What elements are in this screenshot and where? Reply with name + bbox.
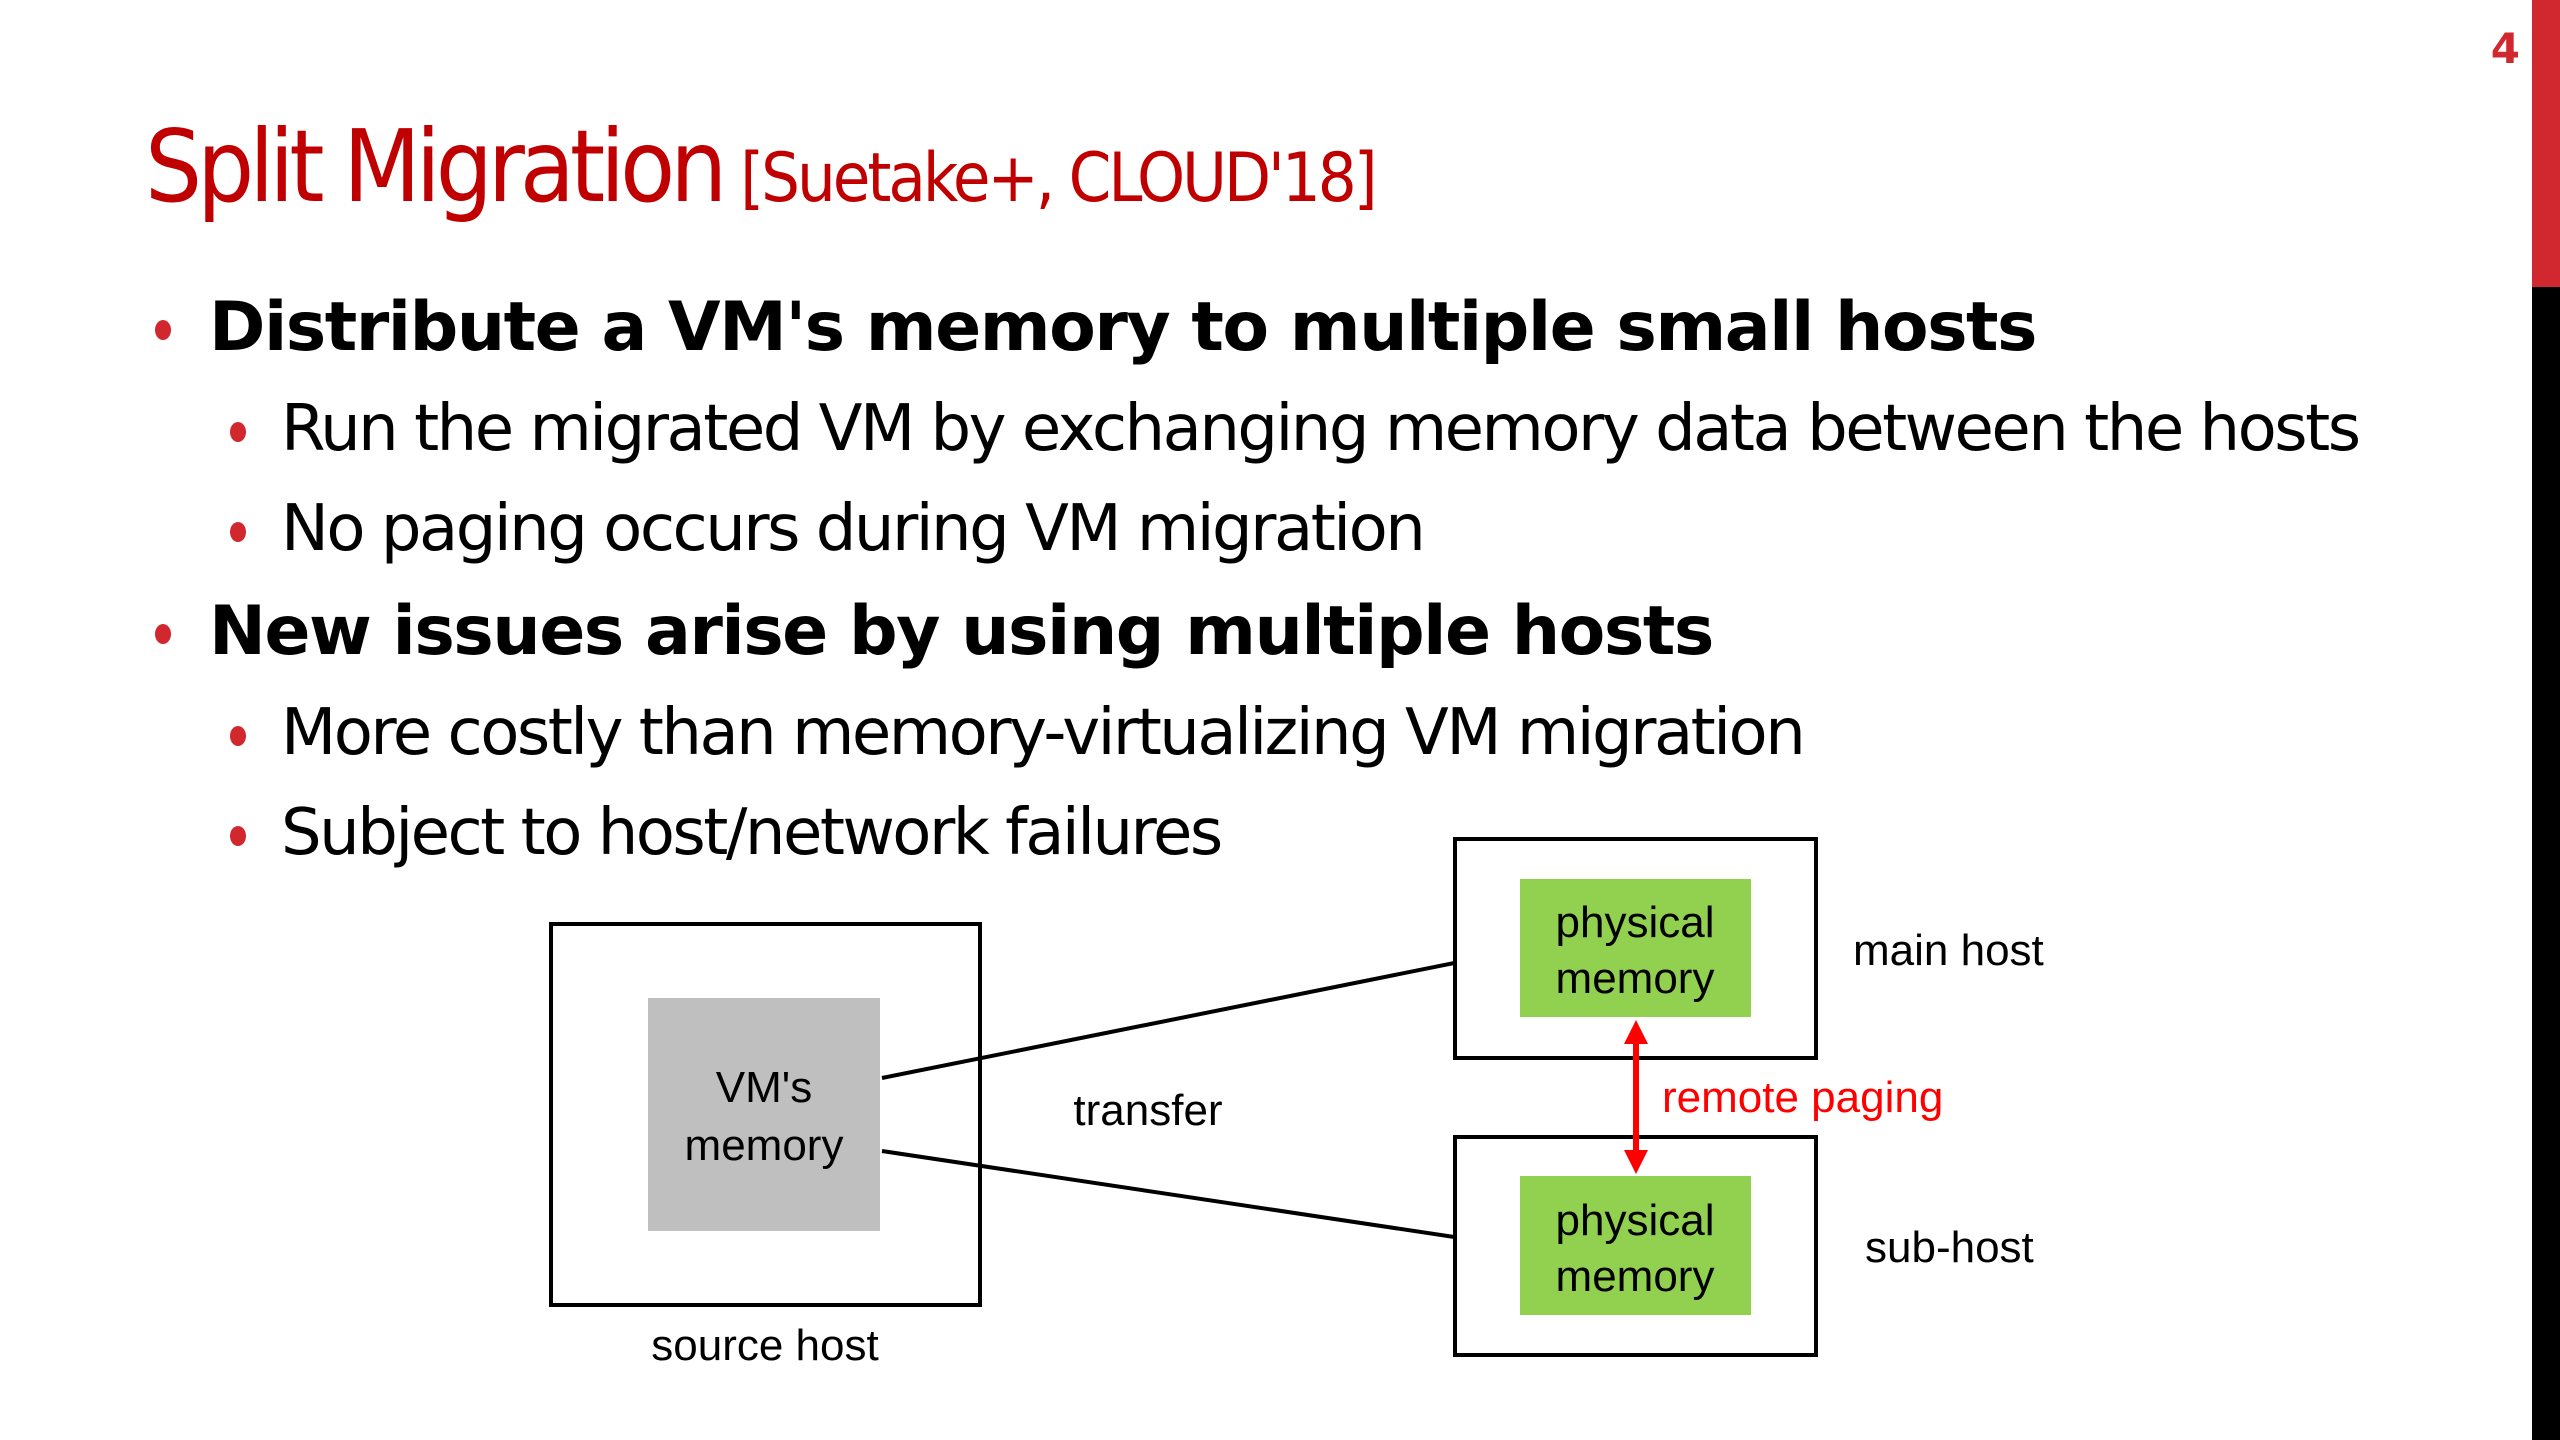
- title-text: Split Migration: [145, 108, 727, 225]
- transfer-arrow-sub: [881, 1149, 1522, 1262]
- bullet-dot-icon: [230, 726, 246, 746]
- bullet-dot-icon: [155, 624, 171, 644]
- bullet-text: More costly than memory-virtualizing VM …: [281, 696, 1806, 770]
- slide-title: Split Migration[Suetake+, CLOUD'18]: [145, 108, 1378, 225]
- accent-bar-red: [2532, 0, 2560, 287]
- bullet-text: Run the migrated VM by exchanging memory…: [281, 392, 2361, 466]
- title-citation: [Suetake+, CLOUD'18]: [740, 139, 1377, 218]
- main-memory-label-line2: memory: [1556, 954, 1715, 1003]
- sub-memory-label-line2: memory: [1556, 1252, 1715, 1301]
- bullet-dot-icon: [155, 320, 171, 340]
- bullet-dot-icon: [230, 422, 246, 442]
- main-memory-label-line1: physical: [1556, 898, 1715, 947]
- sub-host-label: sub-host: [1865, 1223, 2034, 1272]
- bullet-text: Distribute a VM's memory to multiple sma…: [209, 288, 2038, 367]
- main-host-label: main host: [1853, 926, 2044, 975]
- bullet-dot-icon: [230, 826, 246, 846]
- vm-memory-block: [648, 998, 880, 1231]
- remote-paging-arrowhead-up-icon: [1624, 1020, 1648, 1044]
- transfer-arrow-main: [881, 937, 1522, 1080]
- bullet-text: New issues arise by using multiple hosts: [209, 592, 1714, 671]
- vm-memory-label-line1: VM's: [716, 1063, 812, 1112]
- main-host-physical-memory: [1520, 879, 1751, 1017]
- bullet-text: Subject to host/network failures: [281, 796, 1223, 870]
- sub-host-physical-memory: [1520, 1176, 1751, 1315]
- transfer-label: transfer: [1073, 1086, 1222, 1135]
- remote-paging-label: remote paging: [1662, 1073, 1943, 1122]
- source-host-label: source host: [651, 1321, 878, 1370]
- bullet-text: No paging occurs during VM migration: [281, 492, 1426, 566]
- bullet-dot-icon: [230, 522, 246, 542]
- vm-memory-label-line2: memory: [685, 1121, 844, 1170]
- sub-memory-label-line1: physical: [1556, 1196, 1715, 1245]
- remote-paging-arrowhead-down-icon: [1624, 1150, 1648, 1174]
- accent-bar-black: [2532, 287, 2560, 1440]
- page-number: 4: [2490, 24, 2520, 73]
